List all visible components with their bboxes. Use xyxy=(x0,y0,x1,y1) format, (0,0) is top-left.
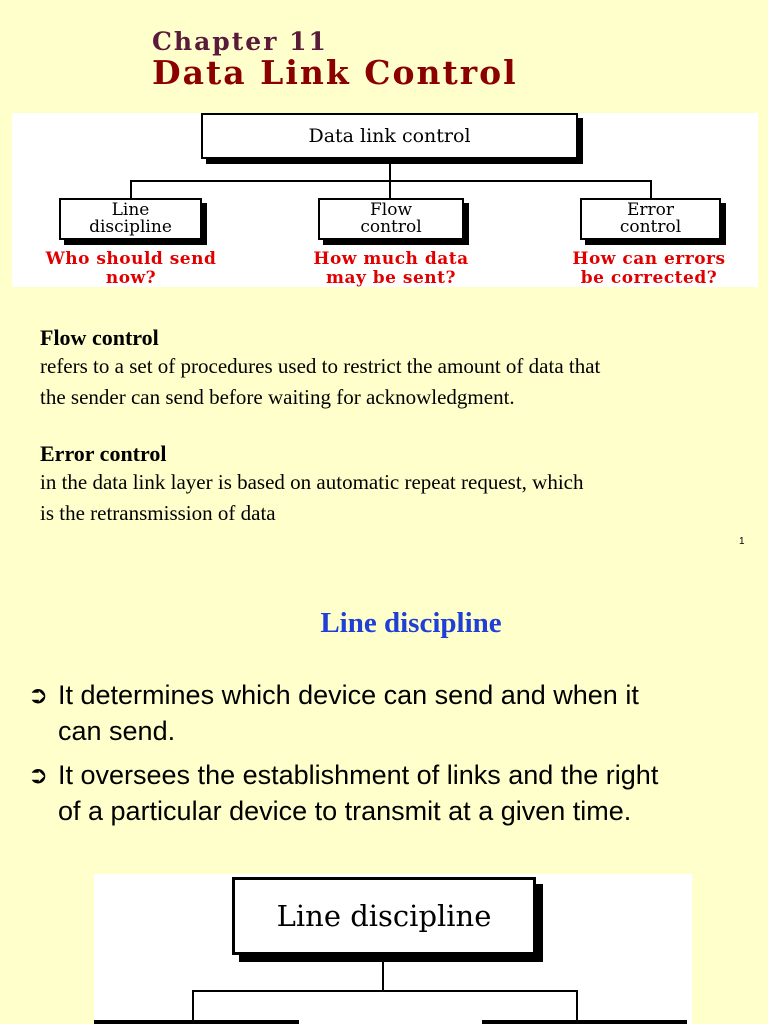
bullet-line1: It determines which device can send and … xyxy=(58,680,639,710)
box-label-line2: discipline xyxy=(89,217,172,237)
connector-line xyxy=(192,990,578,992)
question-line2: may be sent? xyxy=(326,268,456,288)
question-error-control: How can errors be corrected? xyxy=(538,250,760,288)
definition-text-line2: is the retransmission of data xyxy=(40,501,276,525)
definition-term: Error control xyxy=(40,441,167,466)
bullet-line1: It oversees the establishment of links a… xyxy=(58,760,659,790)
definition-text-line2: the sender can send before waiting for a… xyxy=(40,385,515,409)
box-label-line1: Flow xyxy=(369,200,413,220)
definition-term: Flow control xyxy=(40,325,159,350)
connector-line xyxy=(650,180,652,198)
page-title: Data Link Control xyxy=(152,53,518,92)
connector-line xyxy=(389,161,391,181)
page-number: 1 xyxy=(739,536,745,547)
connector-line xyxy=(382,962,384,992)
diagram-root-box: Data link control xyxy=(201,113,578,159)
child-box-edge xyxy=(482,1020,687,1024)
question-line2: be corrected? xyxy=(580,268,718,288)
bullet-item: ➲ It determines which device can send an… xyxy=(28,677,748,749)
error-control-box: Error control xyxy=(580,198,721,240)
flow-control-box: Flow control xyxy=(318,198,464,240)
chapter-label: Chapter 11 xyxy=(152,27,328,56)
box-label-line2: control xyxy=(619,217,682,237)
diagram-root-box: Line discipline xyxy=(232,877,536,955)
definition-text-line1: refers to a set of procedures used to re… xyxy=(40,354,601,378)
child-box-edge xyxy=(94,1020,299,1024)
box-label-line2: control xyxy=(360,217,422,237)
connector-line xyxy=(130,180,132,198)
connector-line xyxy=(576,990,578,1024)
question-line2: now? xyxy=(105,268,157,288)
question-line1: How can errors xyxy=(572,249,726,269)
question-flow-control: How much data may be sent? xyxy=(278,250,504,288)
error-control-definition: Error control in the data link layer is … xyxy=(40,441,740,529)
question-line1: Who should send xyxy=(45,249,217,269)
bullet-item: ➲ It oversees the establishment of links… xyxy=(28,757,748,829)
definition-text-line1: in the data link layer is based on autom… xyxy=(40,470,584,494)
box-label-line1: Line xyxy=(111,200,150,220)
question-line1: How much data xyxy=(313,249,469,269)
line-discipline-diagram: Line discipline xyxy=(94,874,692,1024)
bullet-line2: of a particular device to transmit at a … xyxy=(58,796,632,826)
question-line-discipline: Who should send now? xyxy=(12,250,250,288)
bullet-line2: can send. xyxy=(58,716,176,746)
data-link-control-diagram: Data link control Line discipline Flow c… xyxy=(12,113,760,288)
connector-line xyxy=(192,990,194,1024)
slide-title: Line discipline xyxy=(320,607,502,639)
diagram-root-label: Line discipline xyxy=(276,898,492,933)
arrow-bullet-icon: ➲ xyxy=(28,681,49,709)
flow-control-definition: Flow control refers to a set of procedur… xyxy=(40,325,740,413)
connector-line xyxy=(389,180,391,198)
connector-line xyxy=(130,180,652,182)
diagram-root-label: Data link control xyxy=(308,124,471,147)
arrow-bullet-icon: ➲ xyxy=(28,761,49,789)
box-label-line1: Error xyxy=(626,200,675,220)
line-discipline-box: Line discipline xyxy=(59,198,202,240)
